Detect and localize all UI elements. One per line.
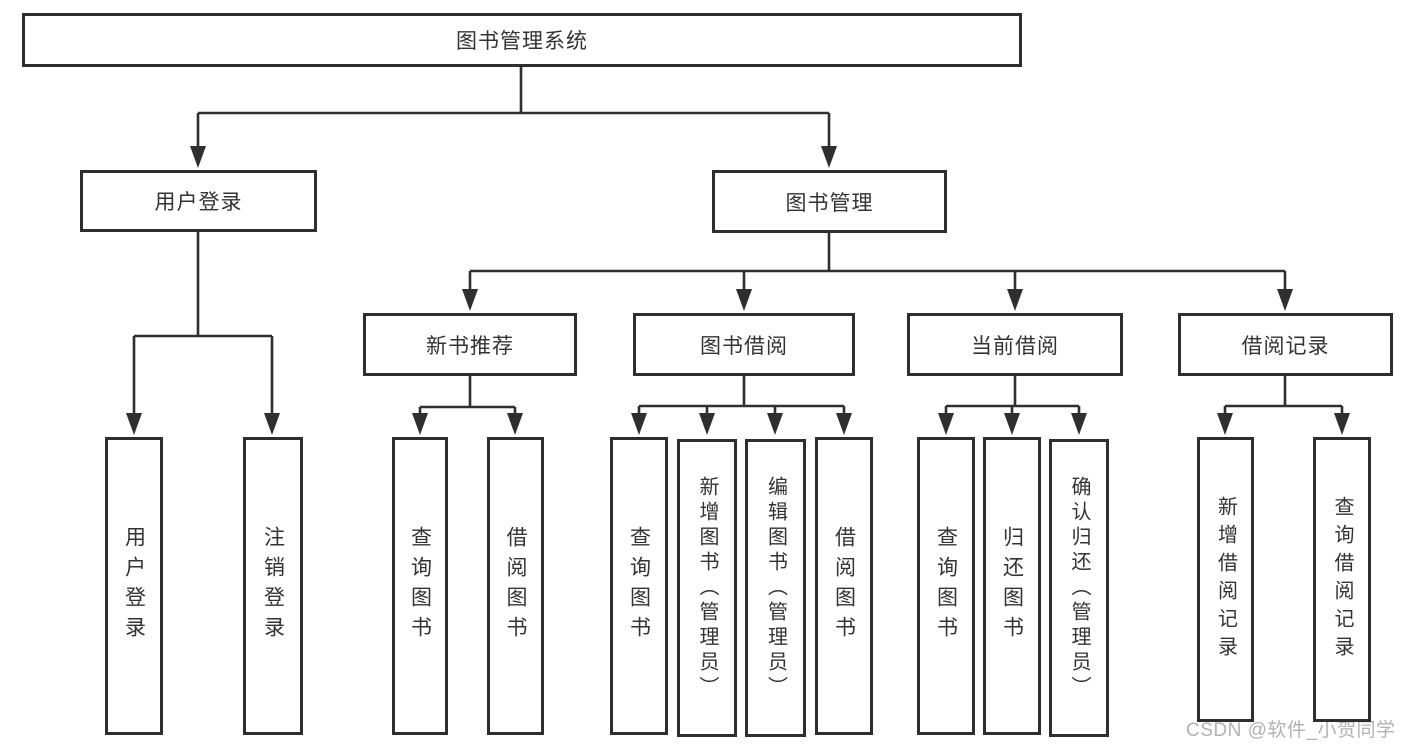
connector-borrow-records-children — [1217, 376, 1350, 435]
node-current-borrow: 当前借阅 — [907, 313, 1123, 376]
node-book-borrow: 图书借阅 — [633, 313, 855, 376]
connector-root-to-level2 — [190, 67, 837, 168]
leaf-bookborrow-edit-books-admin: 编辑图书（管理员） — [745, 439, 806, 737]
leaf-bookborrow-add-books-admin: 新增图书（管理员） — [677, 439, 737, 737]
leaf-logout-login: 注销登录 — [243, 437, 303, 735]
node-book-management-label: 图书管理 — [785, 191, 874, 215]
leaf-bookborrow-borrow-books: 借阅图书 — [815, 437, 873, 735]
node-user-login: 用户登录 — [80, 170, 317, 232]
csdn-watermark: CSDN @软件_小贺同学 — [1186, 720, 1396, 741]
connector-user-login-children — [126, 232, 280, 435]
leaf-newbooks-borrow-books: 借阅图书 — [487, 437, 544, 735]
node-new-book-recommend-label: 新书推荐 — [426, 334, 514, 358]
connector-book-mgmt-children — [462, 233, 1293, 311]
connector-new-books-children — [412, 376, 523, 435]
leaf-records-query-borrow-record: 查询借阅记录 — [1313, 437, 1371, 722]
leaf-currentborrow-confirm-return-admin: 确认归还（管理员） — [1049, 439, 1109, 737]
node-book-borrow-label: 图书借阅 — [700, 334, 788, 358]
node-library-system: 图书管理系统 — [22, 13, 1022, 67]
node-borrow-records: 借阅记录 — [1178, 313, 1393, 376]
connector-book-borrow-children — [631, 376, 852, 435]
node-user-login-label: 用户登录 — [154, 191, 243, 214]
node-borrow-records-label: 借阅记录 — [1241, 334, 1330, 358]
leaf-user-login: 用户登录 — [105, 437, 163, 735]
leaf-newbooks-query-books: 查询图书 — [392, 437, 448, 735]
connector-current-borrow-children — [938, 376, 1087, 435]
leaf-records-add-borrow-record: 新增借阅记录 — [1197, 437, 1254, 722]
node-library-system-label: 图书管理系统 — [456, 30, 588, 53]
node-book-management: 图书管理 — [712, 170, 947, 233]
node-new-book-recommend: 新书推荐 — [363, 313, 577, 376]
node-current-borrow-label: 当前借阅 — [971, 334, 1059, 358]
leaf-currentborrow-query-books: 查询图书 — [917, 437, 975, 735]
leaf-currentborrow-return-books: 归还图书 — [983, 437, 1041, 735]
leaf-bookborrow-query-books: 查询图书 — [610, 437, 668, 735]
